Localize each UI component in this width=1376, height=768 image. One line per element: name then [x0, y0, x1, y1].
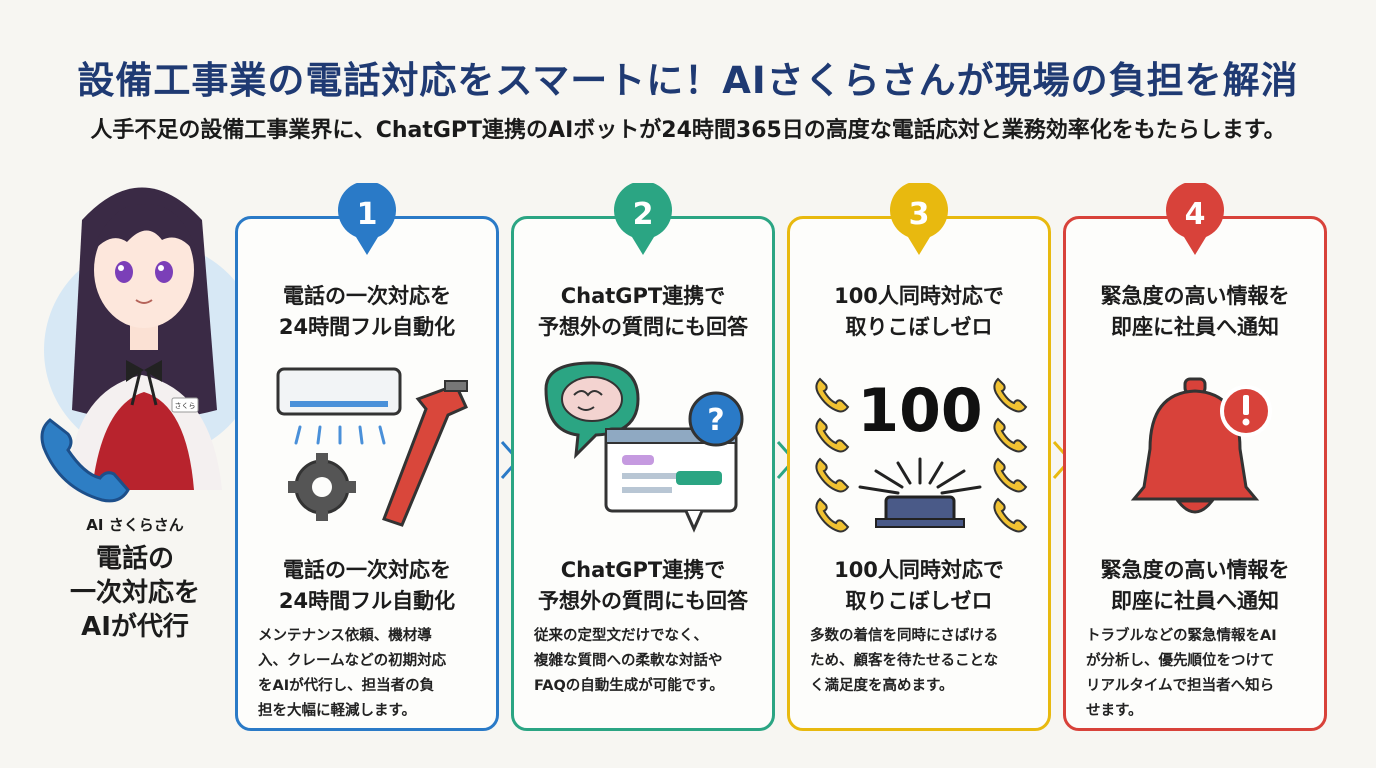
mascot-caption: 電話の 一次対応を AIが代行 — [69, 544, 200, 642]
svg-text:1: 1 — [357, 197, 378, 232]
page-title: 設備工事業の電話対応をスマートに！AIさくらさんが現場の負担を解消 — [77, 59, 1299, 102]
card-description: 従来の定型文だけでなく、複雑な質問への柔軟な対話や FAQの自動生成が可能です。 — [534, 628, 724, 694]
hundred-calls-illustration: 100 — [802, 359, 1038, 534]
mascot-name: AI さくらさん — [86, 516, 184, 534]
feature-card-4: 4 緊急度の高い情報を即座に社員へ通知 緊急度の高い情報を即座に社員へ通知 トラ… — [1063, 183, 1327, 731]
chat-brain-illustration: ? — [526, 359, 762, 534]
svg-text:2: 2 — [633, 197, 654, 232]
svg-text:4: 4 — [1185, 197, 1206, 232]
hundred-count: 100 — [857, 376, 982, 446]
svg-text:?: ? — [707, 403, 724, 438]
step-badge-3: 3 — [888, 183, 950, 255]
svg-text:3: 3 — [909, 197, 930, 232]
alert-icon — [1220, 385, 1272, 437]
mascot-name-badge: さくら — [175, 402, 196, 410]
step-badge-1: 1 — [336, 183, 398, 255]
card-heading: 緊急度の高い情報を即座に社員へ通知 — [1100, 284, 1290, 339]
mascot-illustration: さくら — [22, 160, 260, 520]
phone-icon — [40, 418, 130, 503]
card-description: メンテナンス依頼、機材導入、クレームなどの初期対応 をAIが代行し、担当者の負担… — [258, 628, 447, 719]
gear-icon — [288, 453, 356, 521]
card-heading: 100人同時対応で取りこぼしゼロ — [834, 284, 1004, 339]
brain-icon — [544, 361, 640, 460]
card-subheading: 緊急度の高い情報を即座に社員へ通知 — [1100, 558, 1290, 613]
card-description: 多数の着信を同時にさばけるため、顧客を待たせることな く満足度を高めます。 — [810, 628, 999, 694]
card-subheading: 100人同時対応で取りこぼしゼロ — [834, 558, 1004, 613]
page-subtitle: 人手不足の設備工事業界に、ChatGPT連携のAIボットが24時間365日の高度… — [90, 118, 1286, 143]
alert-bell-illustration — [1078, 359, 1314, 534]
feature-card-2: 2 ChatGPT連携で予想外の質問にも回答 ? — [511, 183, 775, 731]
phone-icon — [815, 377, 1028, 533]
step-badge-4: 4 — [1164, 183, 1226, 255]
feature-card-3: 3 100人同時対応で取りこぼしゼロ 100 100人同時対応で取りこ — [787, 183, 1051, 731]
question-icon: ? — [688, 391, 744, 447]
card-subheading: ChatGPT連携で予想外の質問にも回答 — [538, 558, 748, 613]
aircon-tools-illustration — [250, 359, 486, 534]
step-badge-2: 2 — [612, 183, 674, 255]
wrench-icon — [382, 380, 468, 527]
card-heading: ChatGPT連携で予想外の質問にも回答 — [538, 284, 748, 339]
